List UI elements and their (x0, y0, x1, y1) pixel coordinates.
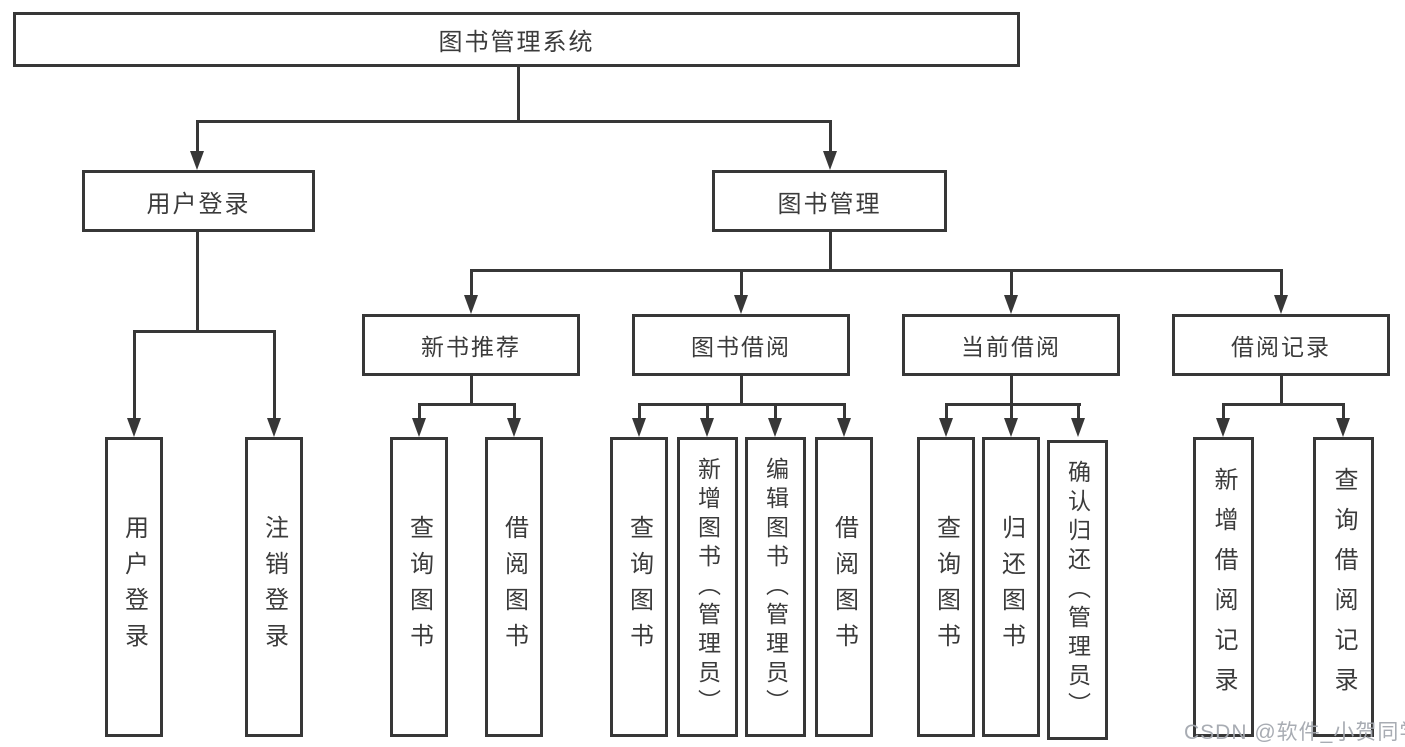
connector-vline (517, 67, 520, 120)
node-new-book-recommendation: 新书推荐 (362, 314, 580, 376)
connector-vline (1280, 269, 1283, 297)
leaf-add-book-admin: 新增图书（管理员） (677, 437, 738, 737)
connector-hline (1222, 403, 1344, 406)
leaf-query-borrow-record: 查询借阅记录 (1313, 437, 1374, 737)
connector-vline (740, 376, 743, 406)
connector-vline (513, 403, 516, 420)
arrow-down-icon (823, 151, 837, 170)
connector-vline (1280, 376, 1283, 406)
connector-vline (470, 376, 473, 406)
connector-vline (774, 403, 777, 420)
arrow-down-icon (127, 418, 141, 437)
connector-vline (706, 403, 709, 420)
node-root: 图书管理系统 (13, 12, 1020, 67)
leaf-edit-book-admin: 编辑图书（管理员） (745, 437, 806, 737)
arrow-down-icon (412, 418, 426, 437)
connector-vline (829, 120, 832, 153)
connector-vline (1077, 403, 1080, 420)
connector-vline (196, 232, 199, 333)
connector-vline (470, 269, 473, 297)
arrow-down-icon (1004, 418, 1018, 437)
arrow-down-icon (464, 295, 478, 314)
connector-hline (196, 120, 832, 123)
arrow-down-icon (1274, 295, 1288, 314)
leaf-logout-login: 注销登录 (245, 437, 303, 737)
csdn-watermark: CSDN @软件_小贺同学 (1184, 721, 1405, 744)
connector-vline (418, 403, 421, 420)
arrow-down-icon (1004, 295, 1018, 314)
leaf-borrow-books-borrowing: 借阅图书 (815, 437, 873, 737)
arrow-down-icon (768, 418, 782, 437)
connector-hline (945, 403, 1081, 406)
connector-vline (638, 403, 641, 420)
connector-vline (945, 403, 948, 420)
connector-hline (418, 403, 516, 406)
connector-vline (843, 403, 846, 420)
leaf-user-login: 用户登录 (105, 437, 163, 737)
leaf-query-books-recommend: 查询图书 (390, 437, 448, 737)
connector-vline (1010, 269, 1013, 297)
arrow-down-icon (507, 418, 521, 437)
arrow-down-icon (939, 418, 953, 437)
connector-hline (133, 330, 276, 333)
node-book-borrowing: 图书借阅 (632, 314, 850, 376)
leaf-return-book: 归还图书 (982, 437, 1040, 737)
leaf-borrow-books-recommend: 借阅图书 (485, 437, 543, 737)
leaf-confirm-return-admin: 确认归还（管理员） (1047, 440, 1108, 740)
arrow-down-icon (837, 418, 851, 437)
connector-vline (1222, 403, 1225, 420)
arrow-down-icon (1336, 418, 1350, 437)
connector-vline (1010, 376, 1013, 406)
connector-hline (638, 403, 845, 406)
arrow-down-icon (1071, 418, 1085, 437)
connector-vline (1342, 403, 1345, 420)
node-user-login: 用户登录 (82, 170, 315, 232)
leaf-add-borrow-record: 新增借阅记录 (1193, 437, 1254, 737)
connector-vline (133, 330, 136, 420)
arrow-down-icon (1216, 418, 1230, 437)
node-book-management: 图书管理 (712, 170, 947, 232)
node-borrowing-records: 借阅记录 (1172, 314, 1390, 376)
connector-vline (829, 232, 832, 272)
leaf-query-books-current: 查询图书 (917, 437, 975, 737)
arrow-down-icon (700, 418, 714, 437)
connector-vline (273, 330, 276, 420)
arrow-down-icon (190, 151, 204, 170)
node-current-borrowing: 当前借阅 (902, 314, 1120, 376)
connector-vline (196, 120, 199, 153)
connector-vline (1010, 403, 1013, 420)
connector-vline (740, 269, 743, 297)
arrow-down-icon (734, 295, 748, 314)
arrow-down-icon (267, 418, 281, 437)
leaf-query-books-borrowing: 查询图书 (610, 437, 668, 737)
connector-hline (470, 269, 1283, 272)
arrow-down-icon (632, 418, 646, 437)
